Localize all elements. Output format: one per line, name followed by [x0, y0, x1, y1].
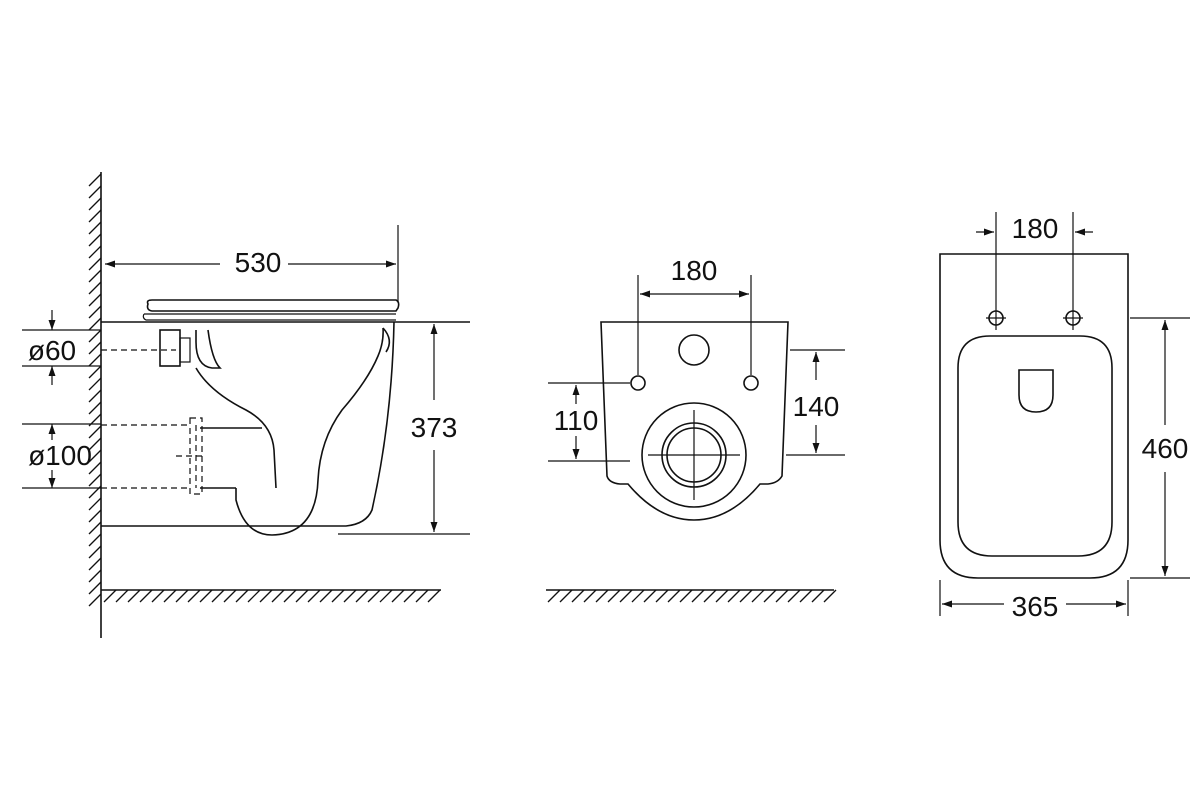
inlet-hole: [678, 334, 710, 366]
seat-opening: [957, 335, 1113, 557]
dim-top-width: 365: [1012, 591, 1059, 622]
dim-side-length: 530: [235, 247, 282, 278]
bolt-hole-left: [630, 375, 646, 391]
dim-top-length: 460: [1142, 433, 1189, 464]
floor-hatch: [103, 589, 441, 603]
dim-inlet-diameter: ø60: [28, 335, 76, 366]
outlet-ring: [641, 402, 747, 508]
dim-outlet-diameter: ø100: [28, 440, 92, 471]
top-view: 180 460 365: [939, 212, 1190, 622]
side-view: 530 373 ø60 ø100: [22, 172, 470, 638]
dim-top-bolt-spacing: 180: [1012, 213, 1059, 244]
dim-front-bolt-spacing: 180: [671, 255, 718, 286]
dim-front-outlet-height: 140: [793, 391, 840, 422]
toilet-front-outline: [600, 321, 789, 521]
toilet-top-outline: [939, 253, 1129, 579]
wall-hatch: [88, 173, 102, 607]
flush-opening: [1018, 369, 1054, 413]
toilet-side-outline: [101, 299, 470, 536]
floor-hatch: [547, 589, 837, 603]
dim-front-bolt-height: 110: [554, 405, 599, 436]
dim-side-height: 373: [411, 412, 458, 443]
front-view: 180 110 140: [546, 255, 845, 603]
bolt-hole-right: [743, 375, 759, 391]
